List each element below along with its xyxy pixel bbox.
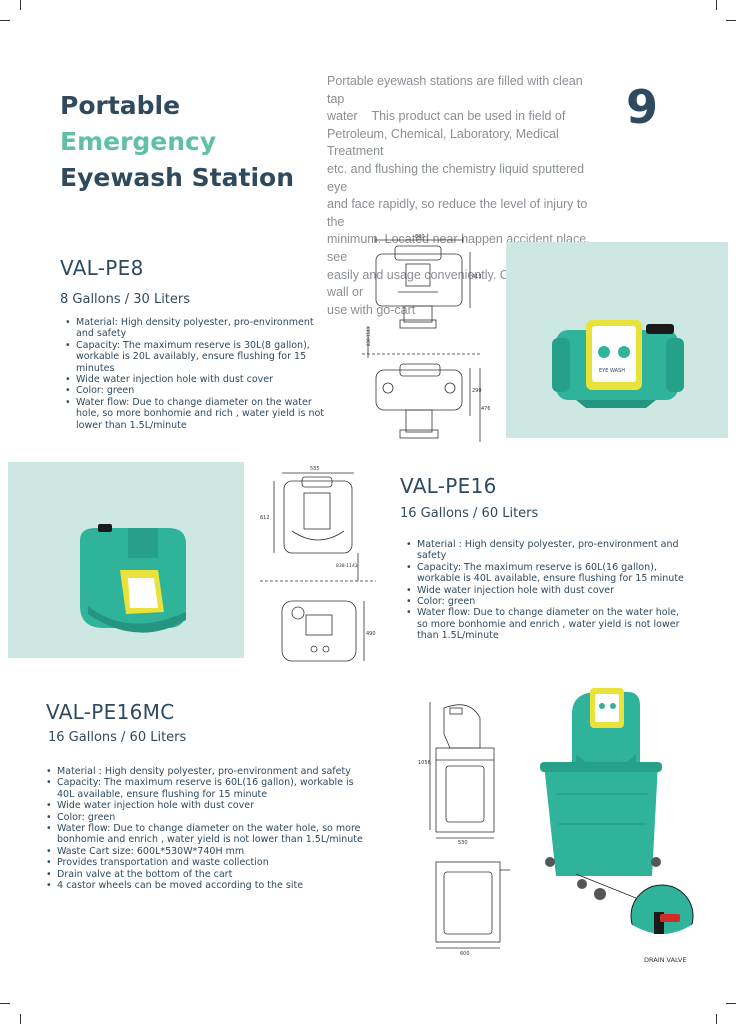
page-title: Portable Emergency Eyewash Station bbox=[60, 88, 294, 196]
product-photo-pe8: EYE WASH bbox=[506, 242, 728, 438]
product-photo-pe16mc bbox=[536, 684, 726, 906]
intro-line: water This product can be used in field … bbox=[327, 109, 566, 124]
title-line-1: Portable bbox=[60, 91, 181, 120]
spec-item: Wide water injection hole with dust cove… bbox=[62, 374, 332, 386]
dim-label: 838-1143 bbox=[366, 326, 371, 346]
model-title-pe16: VAL-PE16 bbox=[400, 474, 497, 498]
dim-label: 413 bbox=[472, 274, 482, 280]
spec-item: Capacity: The maximum reserve is 30L(8 g… bbox=[62, 340, 332, 374]
spec-item: 4 castor wheels can be moved according t… bbox=[43, 880, 373, 892]
dim-label: 476 bbox=[481, 406, 490, 412]
spec-item: Wide water injection hole with dust cove… bbox=[43, 800, 373, 812]
spec-item: Provides transportation and waste collec… bbox=[43, 857, 373, 869]
dim-label: 838-1143 bbox=[336, 563, 358, 569]
dim-label: 530 bbox=[458, 840, 468, 846]
technical-drawing-pe16mc: 1056 530 600 bbox=[416, 694, 526, 958]
spec-item: Water flow: Due to change diameter on th… bbox=[403, 607, 685, 641]
dim-label: 290 bbox=[472, 388, 482, 394]
spec-item: Color: green bbox=[62, 385, 332, 397]
technical-drawing-pe8: 880 413 838-1143 290 476 bbox=[360, 232, 490, 452]
spec-item: Water flow: Due to change diameter on th… bbox=[43, 823, 373, 846]
drain-valve-label: DRAIN VALVE bbox=[644, 956, 687, 964]
spec-item: Material: High density polyester, pro-en… bbox=[62, 317, 332, 340]
capacity-pe8: 8 Gallons / 30 Liters bbox=[60, 292, 191, 307]
dim-label: 600 bbox=[460, 951, 470, 957]
title-line-2: Emergency bbox=[60, 127, 217, 156]
title-line-3: Eyewash Station bbox=[60, 163, 294, 192]
spec-item: Waste Cart size: 600L*530W*740H mm bbox=[43, 846, 373, 858]
spec-item: Color: green bbox=[403, 596, 685, 608]
drain-valve-callout bbox=[630, 884, 694, 948]
spec-item: Wide water injection hole with dust cove… bbox=[403, 585, 685, 597]
capacity-pe16mc: 16 Gallons / 60 Liters bbox=[48, 730, 187, 745]
photo-label: EYE WASH bbox=[599, 368, 625, 374]
model-title-pe8: VAL-PE8 bbox=[60, 256, 144, 280]
spec-list-pe16mc: Material : High density polyester, pro-e… bbox=[43, 766, 373, 892]
dim-label: 490 bbox=[366, 631, 376, 637]
page-number: 9 bbox=[626, 80, 659, 134]
dim-label: 612 bbox=[260, 515, 270, 521]
dim-label: 880 bbox=[415, 234, 425, 240]
spec-item: Capacity: The maximum reserve is 60L(16 … bbox=[403, 562, 685, 585]
spec-item: Material : High density polyester, pro-e… bbox=[403, 539, 685, 562]
dim-label: 535 bbox=[310, 466, 320, 472]
spec-list-pe16: Material : High density polyester, pro-e… bbox=[403, 539, 685, 642]
capacity-pe16: 16 Gallons / 60 Liters bbox=[400, 506, 539, 521]
spec-item: Material : High density polyester, pro-e… bbox=[43, 766, 373, 778]
intro-line: Portable eyewash stations are filled wit… bbox=[327, 74, 583, 106]
spec-item: Drain valve at the bottom of the cart bbox=[43, 869, 373, 881]
technical-drawing-pe16: 535 612 838-1143 490 bbox=[258, 463, 378, 673]
intro-line: Petroleum, Chemical, Laboratory, Medical… bbox=[327, 126, 559, 159]
spec-item: Color: green bbox=[43, 812, 373, 824]
intro-line: and face rapidly, so reduce the level of… bbox=[327, 197, 588, 229]
spec-item: Water flow: Due to change diameter on th… bbox=[62, 397, 332, 431]
spec-item: Capacity: The maximum reserve is 60L(16 … bbox=[43, 777, 373, 800]
model-title-pe16mc: VAL-PE16MC bbox=[46, 700, 175, 724]
product-photo-pe16 bbox=[8, 462, 244, 658]
dim-label: 1056 bbox=[418, 760, 431, 766]
spec-list-pe8: Material: High density polyester, pro-en… bbox=[62, 317, 332, 431]
intro-line: etc. and flushing the chemistry liquid s… bbox=[327, 161, 585, 194]
